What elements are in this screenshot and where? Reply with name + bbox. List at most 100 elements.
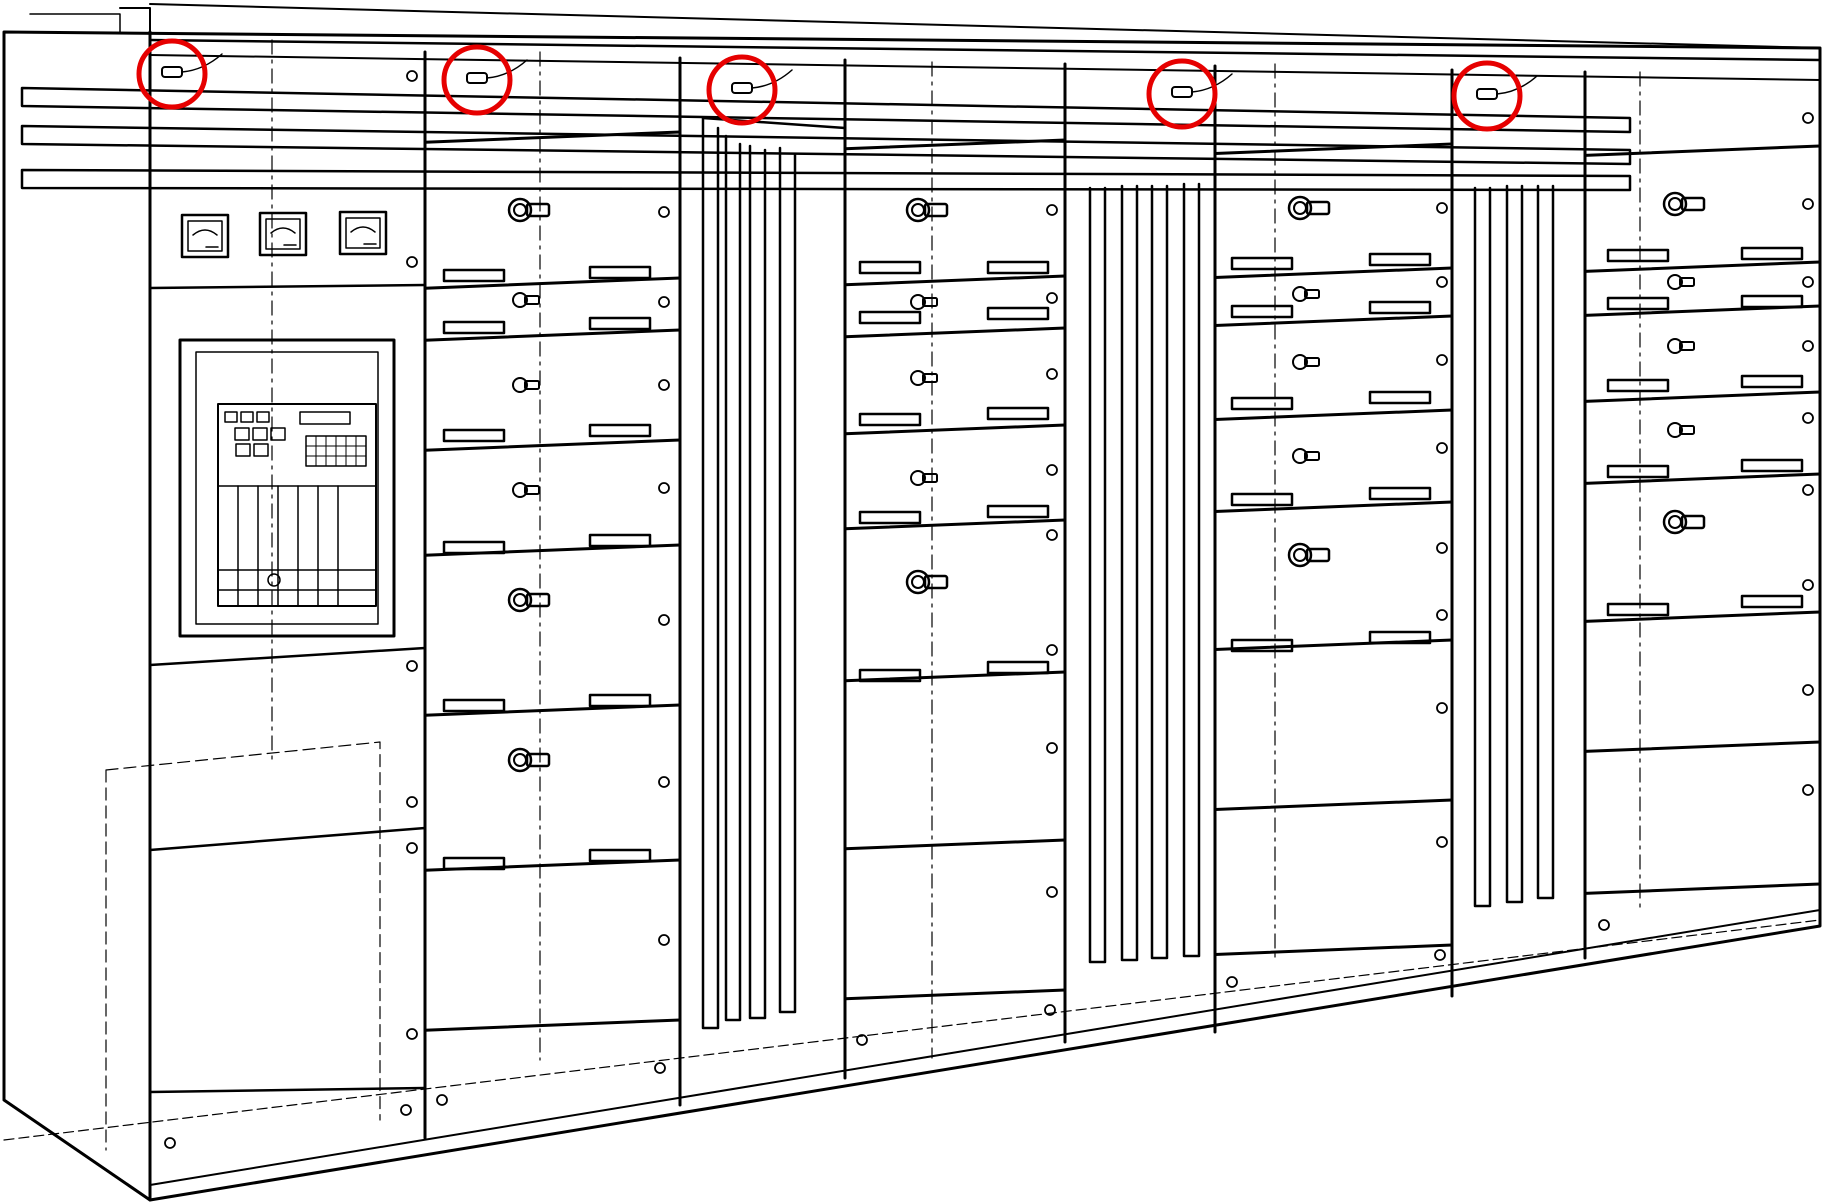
small-switch-icon xyxy=(1667,274,1695,290)
busbar-bay-2 xyxy=(1088,182,1201,964)
screw-icon xyxy=(658,379,670,391)
drawer-handle xyxy=(1740,594,1804,609)
screw-icon xyxy=(658,776,670,788)
screw-icon xyxy=(1802,276,1814,288)
drawer-handle xyxy=(1368,390,1432,405)
screw-icon xyxy=(856,1034,868,1046)
screw-icon xyxy=(1434,949,1446,961)
drawer-handle xyxy=(986,260,1050,275)
screw-icon xyxy=(1436,836,1448,848)
drawer-handle xyxy=(986,306,1050,321)
screw-icon xyxy=(436,1094,448,1106)
drawer-handle xyxy=(442,320,506,335)
drawer-handle xyxy=(1740,294,1804,309)
drawer-handle xyxy=(1230,304,1294,319)
drawer-divider xyxy=(1213,142,1454,155)
screw-icon xyxy=(1046,204,1058,216)
small-switch-icon xyxy=(1667,338,1695,354)
screw-icon xyxy=(654,1062,666,1074)
highlight-marker xyxy=(706,54,793,126)
screw-icon xyxy=(1046,886,1058,898)
drawer-handle xyxy=(588,693,652,708)
drawer-handle xyxy=(1230,256,1294,271)
drawer-handle xyxy=(1606,296,1670,311)
drawer-handle xyxy=(1230,396,1294,411)
control-unit xyxy=(178,338,396,638)
meter-icon xyxy=(338,210,388,256)
screw-icon xyxy=(406,1028,418,1040)
hidden-lines xyxy=(271,39,1641,1061)
drawer-handle xyxy=(986,406,1050,421)
drawer-divider xyxy=(1213,943,1454,956)
drawer-handle xyxy=(1740,374,1804,389)
highlight-marker xyxy=(1451,60,1538,132)
indicator-lamp xyxy=(1171,86,1193,98)
rotary-switch-icon xyxy=(1662,509,1706,535)
rotary-switch-icon xyxy=(1287,195,1331,221)
drawer-divider xyxy=(843,274,1067,287)
drawer-divider xyxy=(843,838,1067,851)
highlight-circle xyxy=(1146,58,1218,130)
screw-icon xyxy=(658,296,670,308)
drawer-divider xyxy=(1213,314,1454,327)
drawer-handle xyxy=(858,310,922,325)
drawer-divider xyxy=(843,326,1067,339)
indicator-lamp xyxy=(161,66,183,78)
drawer-divider xyxy=(1583,144,1822,157)
small-switch-icon xyxy=(1292,448,1320,464)
drawer-handle xyxy=(588,533,652,548)
small-switch-icon xyxy=(910,294,938,310)
drawer-handle xyxy=(1606,248,1670,263)
screw-icon xyxy=(1226,976,1238,988)
side-busbars xyxy=(20,86,1632,192)
highlight-circle xyxy=(136,38,208,110)
highlight-marker xyxy=(441,44,528,116)
drawer-divider xyxy=(1213,266,1454,279)
highlight-circle xyxy=(706,54,778,126)
drawer-divider xyxy=(423,328,682,342)
screw-icon xyxy=(406,70,418,82)
drawer-divider xyxy=(1213,798,1454,811)
small-switch-icon xyxy=(910,370,938,386)
drawer-divider xyxy=(423,1018,682,1032)
drawer-handle xyxy=(588,265,652,280)
screw-icon xyxy=(1046,529,1058,541)
screw-icon xyxy=(1802,340,1814,352)
feeder-section xyxy=(843,138,1067,1046)
drawer-handle xyxy=(442,428,506,443)
screw-icon xyxy=(1046,292,1058,304)
highlight-circle xyxy=(441,44,513,116)
drawer-handle xyxy=(1606,378,1670,393)
drawer-divider xyxy=(1583,260,1822,273)
drawer-panels xyxy=(164,70,1822,1149)
indicator-lamp xyxy=(466,72,488,84)
meter-icon xyxy=(180,213,230,259)
screw-icon xyxy=(1436,442,1448,454)
screw-icon xyxy=(658,206,670,218)
screw-icon xyxy=(1046,368,1058,380)
drawer-handle xyxy=(442,698,506,713)
screw-icon xyxy=(406,842,418,854)
screw-icon xyxy=(1046,464,1058,476)
screw-icon xyxy=(1046,644,1058,656)
meter-icon xyxy=(258,211,308,257)
drawer-handle xyxy=(1740,458,1804,473)
screw-icon xyxy=(1436,542,1448,554)
screw-icon xyxy=(1802,412,1814,424)
drawer-handle xyxy=(1606,602,1670,617)
drawer-divider xyxy=(843,988,1067,1001)
drawer-handle xyxy=(588,316,652,331)
screw-icon xyxy=(406,256,418,268)
indicator-lamp xyxy=(1476,88,1498,100)
rotary-switch-icon xyxy=(1662,191,1706,217)
small-switch-icon xyxy=(910,470,938,486)
busbar-bay-3 xyxy=(1473,184,1555,908)
screw-icon xyxy=(1802,112,1814,124)
indicator-lamp xyxy=(731,82,753,94)
screw-icon xyxy=(164,1137,176,1149)
rotary-switch-icon xyxy=(905,569,949,595)
small-switch-icon xyxy=(1292,286,1320,302)
drawer-handle xyxy=(588,423,652,438)
